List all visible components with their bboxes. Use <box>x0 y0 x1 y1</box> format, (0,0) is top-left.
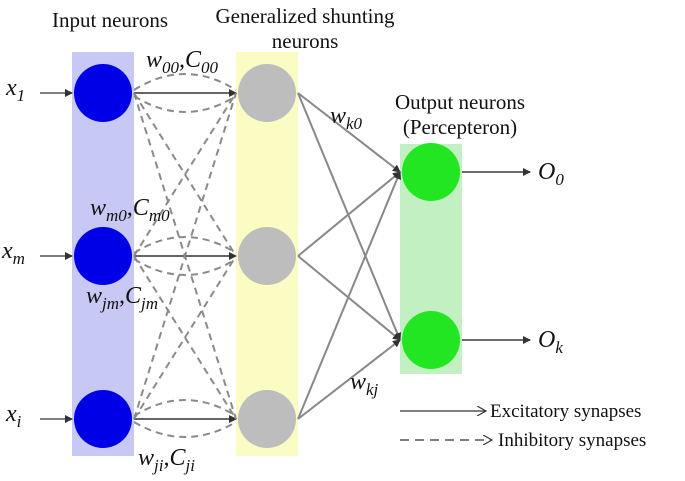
output-neuron-k <box>402 311 460 369</box>
input-label-xi: xi <box>6 401 22 431</box>
input-neuron-m <box>74 227 132 285</box>
legend-excitatory-label: Excitatory synapses <box>490 401 642 422</box>
weight-label-wm0: wm0,Cm0 <box>90 195 170 225</box>
shunting-neuron-0 <box>238 64 296 122</box>
output-layer-title: Output neurons (Percepteron) <box>394 90 526 139</box>
input-neuron-1 <box>74 64 132 122</box>
output-label-o0: O0 <box>538 159 564 189</box>
output-label-ok: Ok <box>538 327 563 357</box>
legend-inhibitory-label: Inhibitory synapses <box>498 430 647 451</box>
shunting-neuron-j <box>238 390 296 448</box>
weight-label-wk0: wk0 <box>330 103 363 133</box>
shunting-neuron-m <box>238 227 296 285</box>
input-label-x1: x1 <box>6 75 26 105</box>
output-neuron-0 <box>402 143 460 201</box>
weight-label-w00: w00,C00 <box>146 47 219 77</box>
shunting-output-connections <box>297 92 402 420</box>
input-layer-title: Input neurons <box>52 8 169 32</box>
inhibitory-connections <box>133 73 237 438</box>
weight-label-wkj: wkj <box>350 369 379 399</box>
input-label-xm: xm <box>2 238 25 268</box>
weight-label-wjm: wjm,Cjm <box>86 283 159 313</box>
weight-label-wji: wji,Cji <box>138 445 195 475</box>
shunting-layer-title: Generalized shunting neurons <box>215 4 395 53</box>
input-neuron-i <box>74 390 132 448</box>
